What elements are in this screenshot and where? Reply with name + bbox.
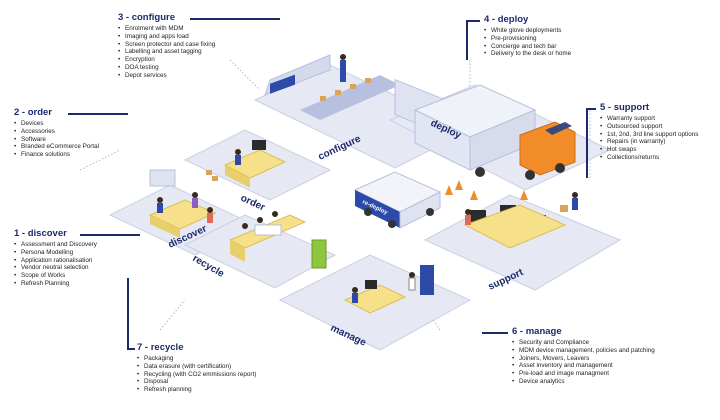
discover-scene (148, 169, 217, 238)
section-connector (127, 278, 129, 348)
section-recycle: 7 - recycle Packaging Data erasure (with… (127, 278, 256, 394)
section-title: 1 - discover (14, 228, 67, 239)
list-item: Disposal (137, 378, 256, 386)
list-item: Security and Compliance (512, 339, 655, 347)
list-item: Concierge and tech bar (484, 43, 571, 51)
recycle-scene (228, 211, 327, 269)
section-order: 2 - order Devices Accessories Software B… (14, 107, 128, 159)
list-item: MDM device management, policies and patc… (512, 347, 655, 355)
list-item: Vendor neutral selection (14, 264, 97, 272)
section-list: White glove deployments Pre-provisioning… (484, 27, 571, 58)
section-underline (586, 108, 596, 110)
list-item: Accessories (14, 128, 99, 136)
list-item: Software (14, 136, 99, 144)
list-item: Repairs (in warranty) (600, 138, 698, 146)
section-underline (482, 332, 508, 334)
section-connector (586, 108, 588, 178)
section-title: 6 - manage (512, 326, 562, 337)
list-item: Data erasure (with certification) (137, 363, 256, 371)
redeploy-van: re-deploy (353, 171, 442, 229)
section-underline (190, 18, 280, 20)
order-scene (206, 140, 287, 188)
list-item: Refresh planning (137, 386, 256, 394)
section-title: 5 - support (600, 102, 650, 113)
list-item: Outsourced support (600, 123, 698, 131)
platform-recycle (183, 214, 337, 289)
list-item: Packaging (137, 355, 256, 363)
deploy-truck: deploy (413, 84, 576, 180)
list-item: Assessment and Discovery (14, 241, 97, 249)
section-deploy: 4 - deploy White glove deployments Pre-p… (466, 14, 571, 60)
traffic-cones (445, 180, 528, 200)
list-item: Branded eCommerce Portal (14, 143, 99, 151)
list-item: Enrolment with MDM (118, 25, 215, 33)
section-manage: 6 - manage Security and Compliance MDM d… (482, 326, 655, 386)
section-list: Devices Accessories Software Branded eCo… (14, 120, 99, 159)
list-item: Encryption (118, 56, 215, 64)
list-item: Joiners, Movers, Leavers (512, 355, 655, 363)
section-connector (466, 20, 468, 60)
section-underline (466, 20, 480, 22)
section-title: 3 - configure (118, 12, 176, 23)
list-item: Delivery to the desk or home (484, 50, 571, 58)
list-item: Devices (14, 120, 99, 128)
list-item: Imaging and apps load (118, 33, 215, 41)
section-list: Warranty support Outsourced support 1st,… (600, 115, 698, 162)
list-item: Hot swaps (600, 146, 698, 154)
list-item: Asset inventory and management (512, 362, 655, 370)
section-discover: 1 - discover Assessment and Discovery Pe… (14, 228, 140, 288)
manage-scene (343, 265, 434, 314)
section-underline (68, 113, 128, 115)
section-title: 2 - order (14, 107, 53, 118)
list-item: Depot services (118, 72, 215, 80)
list-item: Pre-provisioning (484, 35, 571, 43)
list-item: 1st, 2nd, 3rd line support options (600, 131, 698, 139)
section-list: Assessment and Discovery Persona Modelli… (14, 241, 97, 288)
list-item: Scope of Works (14, 272, 97, 280)
section-list: Security and Compliance MDM device manag… (512, 339, 655, 386)
section-underline (127, 348, 135, 350)
section-list: Packaging Data erasure (with certificati… (137, 355, 256, 394)
section-configure: 3 - configure Enrolment with MDM Imaging… (118, 12, 280, 80)
list-item: Device analytics (512, 378, 655, 386)
section-support: 5 - support Warranty support Outsourced … (586, 102, 698, 178)
list-item: Finance solutions (14, 151, 99, 159)
section-title: 4 - deploy (484, 14, 529, 25)
list-item: Labelling and asset tagging (118, 48, 215, 56)
support-scene (463, 192, 578, 249)
list-item: Persona Modelling (14, 249, 97, 257)
list-item: Pre-load and image managment (512, 370, 655, 378)
list-item: Application rationalisation (14, 257, 97, 265)
section-list: Enrolment with MDM Imaging and apps load… (118, 25, 215, 80)
list-item: Collections/returns (600, 154, 698, 162)
section-underline (80, 234, 140, 236)
list-item: Screen protector and case fixing (118, 41, 215, 49)
list-item: White glove deployments (484, 27, 571, 35)
list-item: Warranty support (600, 115, 698, 123)
list-item: Refresh Planning (14, 280, 97, 288)
list-item: Recycling (with CO2 emmissions report) (137, 371, 256, 379)
list-item: DOA testing (118, 64, 215, 72)
section-title: 7 - recycle (137, 342, 184, 353)
